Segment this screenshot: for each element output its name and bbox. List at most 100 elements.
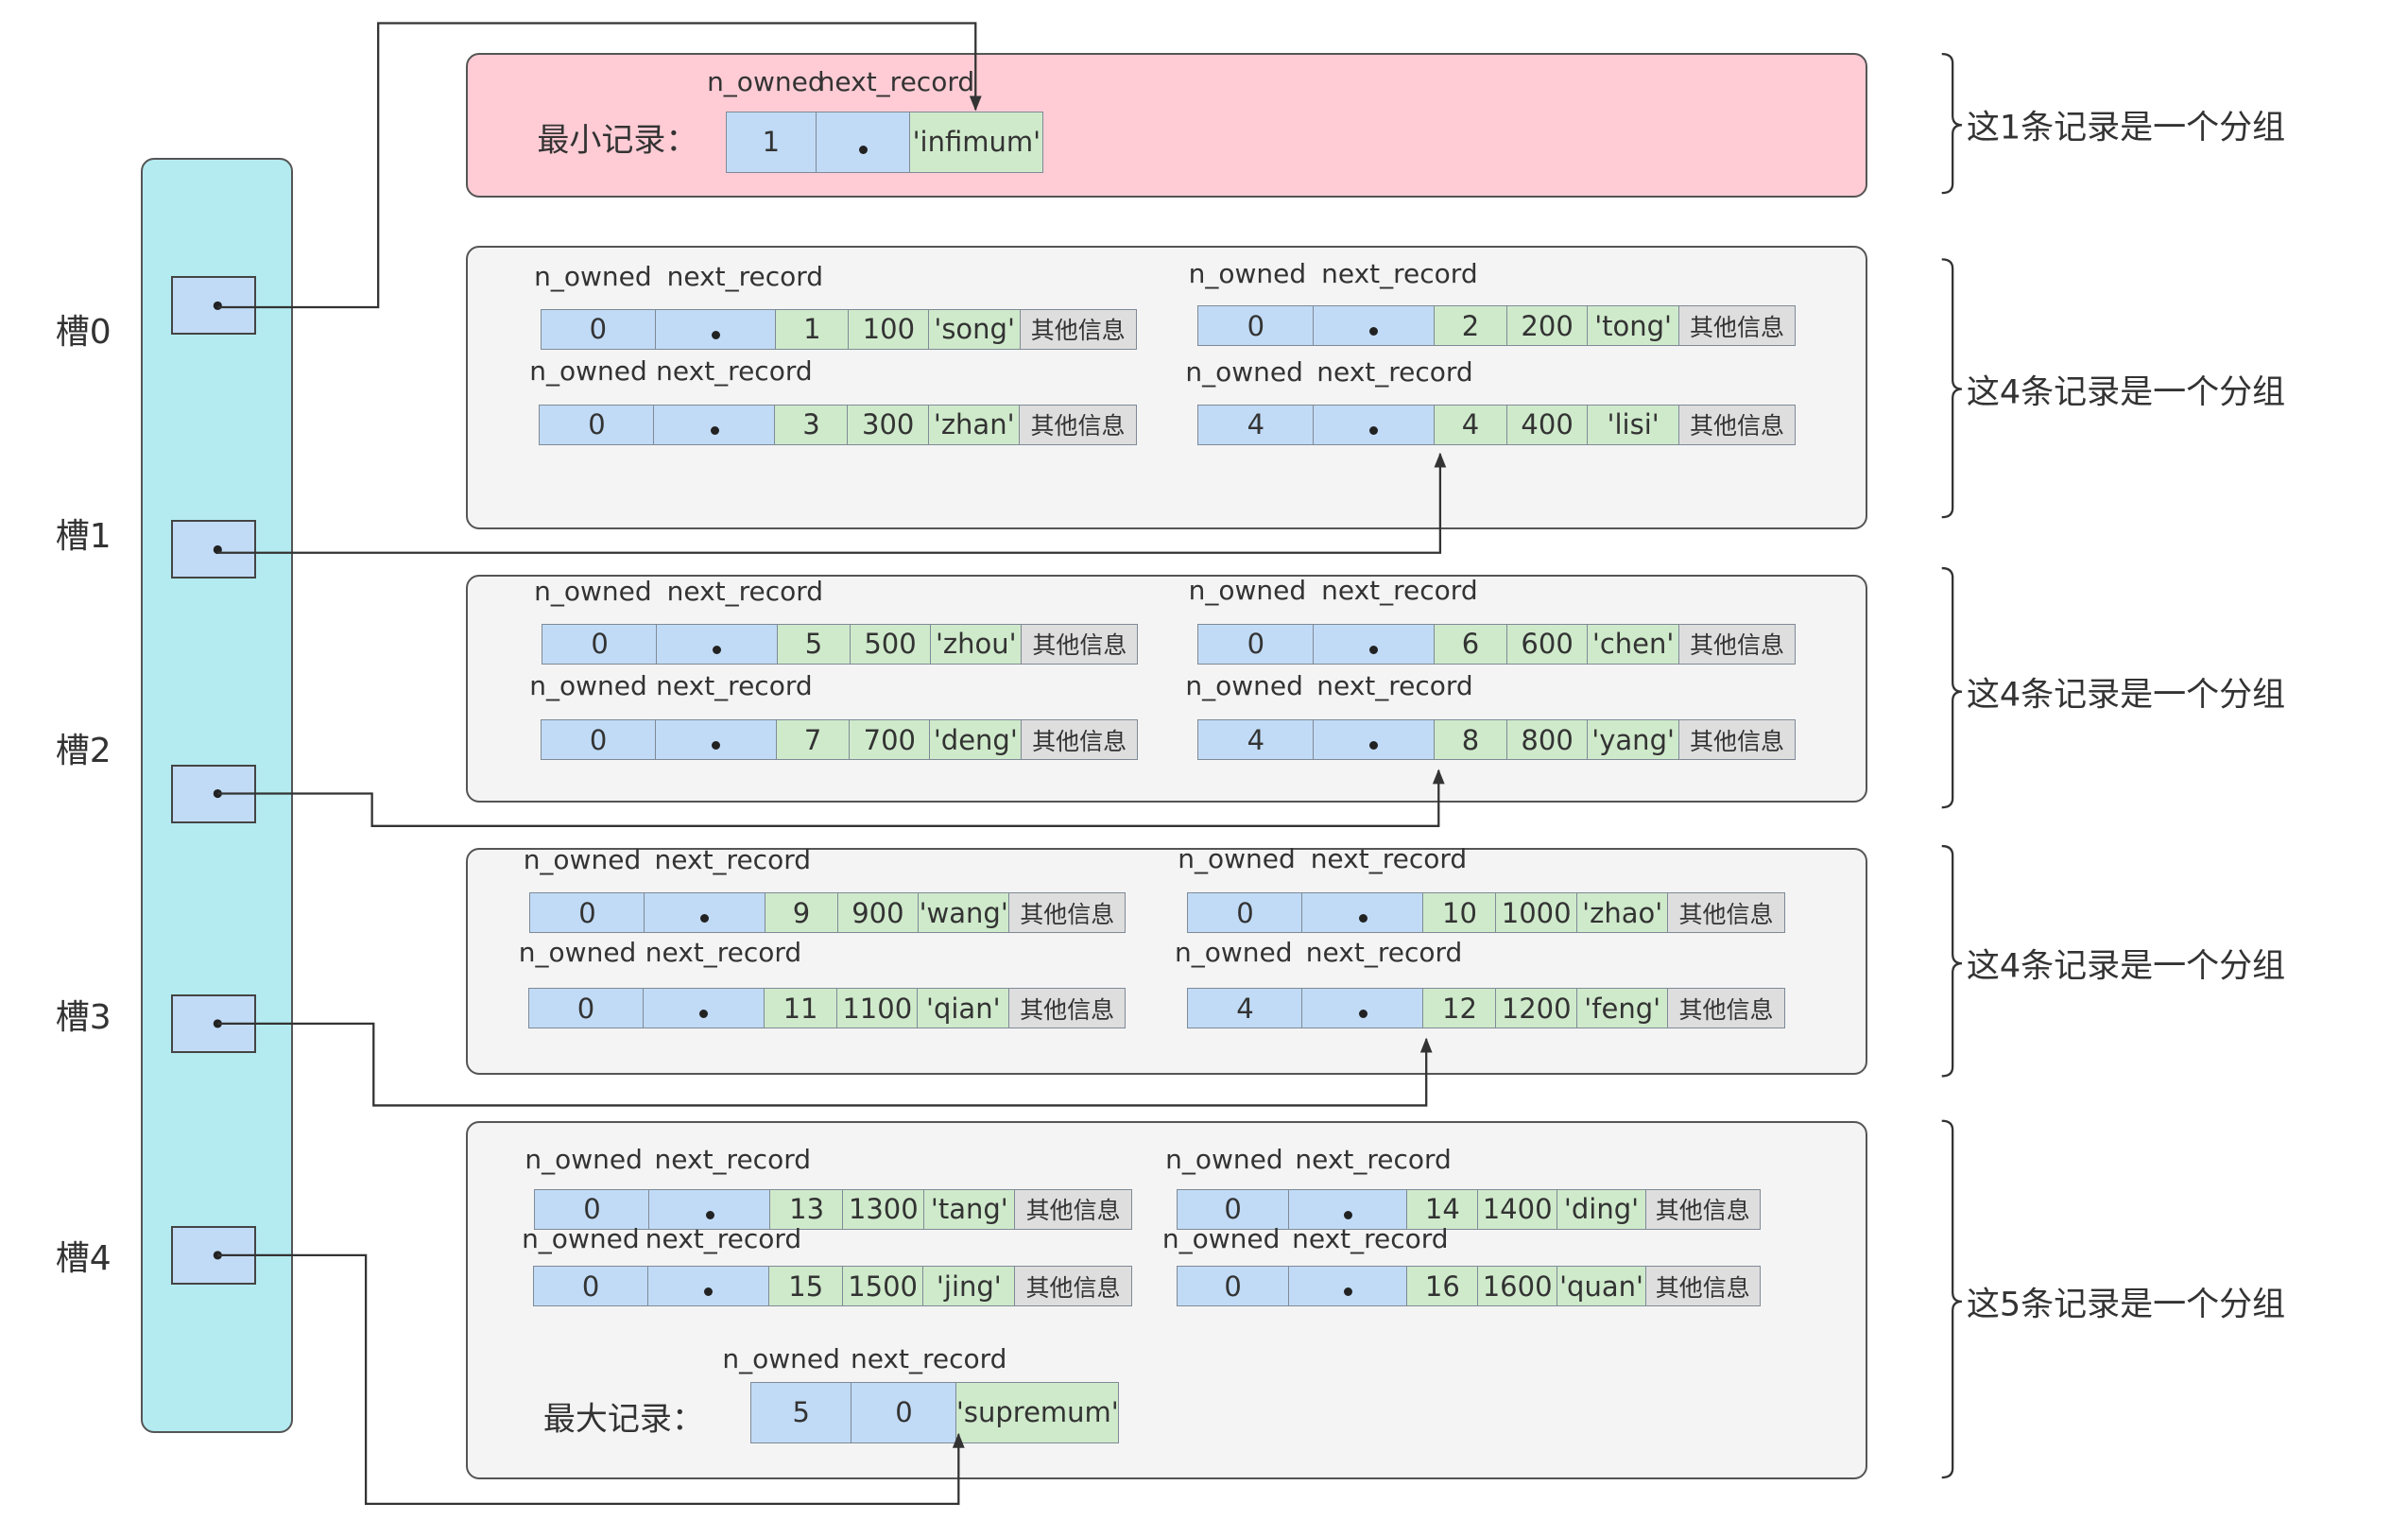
n-owned-cell: 4 — [1197, 719, 1315, 761]
name-cell: 'yang' — [1587, 719, 1680, 761]
pointer-dot — [1368, 741, 1378, 751]
next-record-pointer-cell — [1312, 305, 1436, 347]
next-record-pointer-cell — [648, 1188, 771, 1230]
pointer-dot — [710, 425, 719, 435]
num-cell: 1200 — [1495, 988, 1578, 1029]
record-row-1-2-next-record-label: next_record — [656, 669, 813, 701]
record-row-1-1-n-owned-label: n_owned — [1188, 574, 1307, 606]
name-cell: 'feng' — [1575, 988, 1669, 1029]
num-cell: 800 — [1505, 719, 1589, 761]
name-cell: 'zhao' — [1575, 892, 1669, 934]
id-cell: 14 — [1405, 1188, 1479, 1230]
name-cell: 'chen' — [1587, 623, 1680, 665]
pointer-dot — [1368, 425, 1378, 435]
record-row-1-3-next-record-label: next_record — [1316, 669, 1473, 701]
extra-info-cell: 其他信息 — [1007, 988, 1127, 1029]
id-cell: 4 — [1433, 404, 1508, 445]
group-brace-0 — [1941, 53, 1963, 195]
id-cell: 8 — [1433, 719, 1508, 761]
slot-box-0 — [171, 276, 257, 336]
min-record-label: 最小记录： — [537, 121, 698, 160]
num-cell: 1400 — [1477, 1188, 1558, 1230]
num-cell: 900 — [836, 892, 920, 934]
min-record-n-owned-label: n_owned — [707, 66, 825, 98]
group-brace-label-4: 这5条记录是一个分组 — [1966, 1286, 2286, 1324]
min-record-row: 1 'infimum' — [725, 111, 1044, 173]
group-brace-label-3: 这4条记录是一个分组 — [1966, 947, 2286, 986]
name-cell: 'jing' — [922, 1266, 1016, 1307]
n-owned-cell: 0 — [542, 623, 658, 665]
name-cell: 'tong' — [1587, 305, 1680, 347]
id-cell: 6 — [1433, 623, 1508, 665]
id-cell: 9 — [764, 892, 839, 934]
n-owned-cell: 1 — [725, 111, 817, 173]
n-owned-cell: 0 — [1197, 305, 1315, 347]
group-brace-label-0: 这1条记录是一个分组 — [1966, 109, 2286, 147]
record-row-2-3-next-record-label: next_record — [1305, 937, 1463, 969]
record-row-2-1-next-record-label: next_record — [1310, 842, 1468, 874]
group-brace-2 — [1941, 566, 1963, 809]
name-cell: 'zhan' — [927, 404, 1021, 445]
n-owned-cell: 4 — [1187, 988, 1303, 1029]
next-record-cell: 0 — [851, 1381, 957, 1444]
next-record-pointer-cell — [1288, 1188, 1408, 1230]
extra-info-cell: 其他信息 — [1667, 892, 1785, 934]
record-group-box-2 — [466, 574, 1868, 803]
n-owned-cell: 0 — [539, 404, 655, 445]
pointer-dot — [712, 741, 721, 751]
pointer-dot — [704, 1287, 714, 1297]
id-cell: 15 — [768, 1266, 844, 1307]
record-row-2-0-next-record-label: next_record — [654, 844, 812, 876]
name-cell: 'qian' — [917, 988, 1010, 1029]
pointer-dot — [1343, 1287, 1352, 1297]
max-record-next-record-label: next_record — [850, 1343, 1007, 1374]
extra-info-cell: 其他信息 — [1019, 308, 1137, 350]
num-cell: 1600 — [1477, 1266, 1558, 1307]
extra-info-cell: 其他信息 — [1645, 1188, 1761, 1230]
extra-info-cell: 其他信息 — [1677, 404, 1797, 445]
id-cell: 12 — [1422, 988, 1497, 1029]
group-brace-label-1: 这4条记录是一个分组 — [1966, 373, 2286, 412]
num-cell: 600 — [1505, 623, 1589, 665]
next-record-pointer-cell — [1288, 1266, 1408, 1307]
pointer-dot — [1368, 645, 1378, 654]
num-cell: 1500 — [841, 1266, 924, 1307]
pointer-dot — [713, 645, 722, 654]
extra-info-cell: 其他信息 — [1677, 305, 1797, 347]
record-row-1-3-n-owned-label: n_owned — [1185, 669, 1303, 701]
next-record-pointer-cell — [815, 111, 911, 173]
name-cell: 'zhou' — [929, 623, 1023, 665]
record-row-0-3-next-record-label: next_record — [1316, 356, 1473, 389]
record-row-2-1-n-owned-label: n_owned — [1178, 842, 1296, 874]
num-cell: 400 — [1505, 404, 1589, 445]
group-brace-1 — [1941, 258, 1963, 519]
n-owned-cell: 4 — [1197, 404, 1315, 445]
id-cell: 11 — [763, 988, 838, 1029]
num-cell: 1000 — [1495, 892, 1578, 934]
id-cell: 3 — [774, 404, 849, 445]
next-record-pointer-cell — [647, 1266, 770, 1307]
next-record-pointer-cell — [656, 623, 779, 665]
id-cell: 1 — [775, 308, 850, 350]
extra-info-cell: 其他信息 — [1020, 719, 1139, 761]
slot-box-4 — [171, 1225, 257, 1285]
id-cell: 10 — [1422, 892, 1497, 934]
record-row-1-1-next-record-label: next_record — [1321, 574, 1478, 606]
slot-label-1: 槽1 — [55, 516, 112, 556]
n-owned-cell: 0 — [1176, 1266, 1290, 1307]
pointer-dot — [1368, 327, 1378, 337]
name-cell: 'infimum' — [909, 111, 1044, 173]
slot-box-3 — [171, 993, 257, 1053]
n-owned-cell: 0 — [534, 1188, 650, 1230]
name-cell: 'ding' — [1556, 1188, 1647, 1230]
record-row-3-0-n-owned-label: n_owned — [525, 1144, 643, 1176]
name-cell: 'tang' — [922, 1188, 1016, 1230]
